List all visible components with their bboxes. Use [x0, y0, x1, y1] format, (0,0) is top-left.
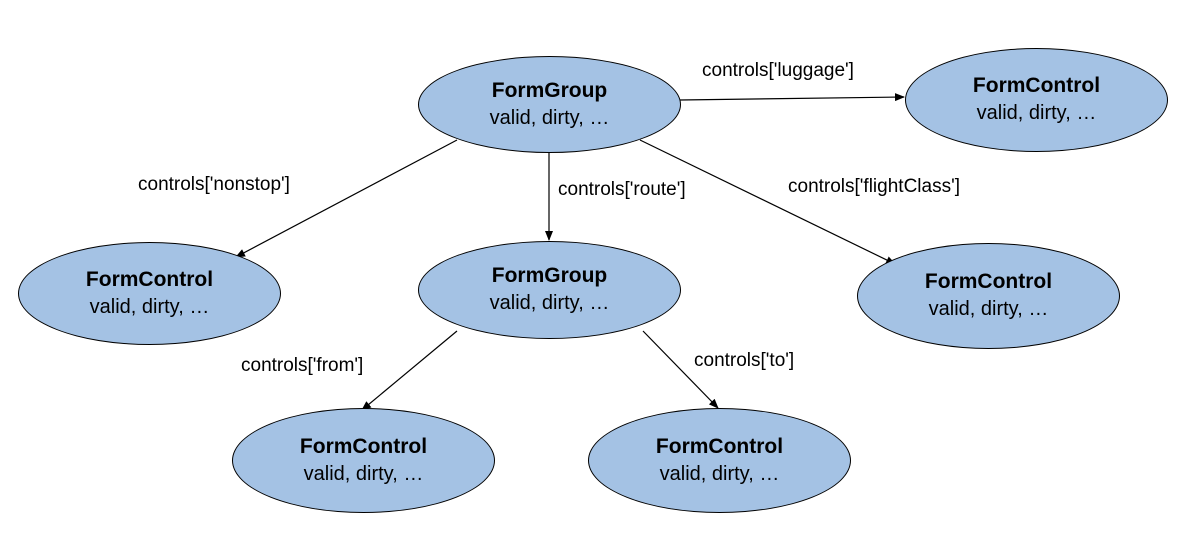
node-type-label: FormControl	[924, 270, 1053, 293]
node-props-label: valid, dirty, …	[928, 298, 1049, 320]
node-route-formgroup: FormGroup valid, dirty, …	[418, 241, 681, 339]
edge-label-to: controls['to']	[694, 350, 795, 371]
edge-label-luggage: controls['luggage']	[702, 60, 854, 81]
edge-label-from: controls['from']	[241, 355, 364, 376]
node-props-label: valid, dirty, …	[659, 462, 780, 485]
edge-arrow-from	[361, 330, 458, 411]
edge-arrow-nonstop	[235, 139, 458, 258]
node-luggage-formcontrol: FormControl valid, dirty, …	[905, 48, 1168, 152]
edge-label-flightclass: controls['flightClass']	[788, 176, 960, 197]
edge-label-nonstop: controls['nonstop']	[138, 174, 290, 195]
node-to-formcontrol: FormControl valid, dirty, …	[588, 408, 851, 513]
node-root-formgroup: FormGroup valid, dirty, …	[418, 56, 681, 153]
node-type-label: FormControl	[85, 267, 214, 291]
node-props-label: valid, dirty, …	[489, 292, 610, 314]
node-props-label: valid, dirty, …	[976, 102, 1097, 124]
node-props-label: valid, dirty, …	[489, 106, 610, 129]
node-nonstop-formcontrol: FormControl valid, dirty, …	[18, 242, 281, 345]
node-type-label: FormControl	[655, 434, 784, 458]
node-type-label: FormGroup	[491, 264, 608, 287]
edge-arrow-luggage	[679, 93, 905, 102]
edge-label-route: controls['route']	[558, 179, 686, 200]
edge-arrow-flightclass	[639, 139, 896, 265]
node-type-label: FormControl	[972, 74, 1101, 97]
node-props-label: valid, dirty, …	[89, 295, 210, 318]
node-type-label: FormControl	[299, 434, 428, 458]
edge-arrow-to	[642, 330, 719, 409]
node-props-label: valid, dirty, …	[303, 462, 424, 485]
node-flightclass-formcontrol: FormControl valid, dirty, …	[857, 243, 1120, 349]
node-from-formcontrol: FormControl valid, dirty, …	[232, 408, 495, 513]
node-type-label: FormGroup	[491, 78, 608, 102]
